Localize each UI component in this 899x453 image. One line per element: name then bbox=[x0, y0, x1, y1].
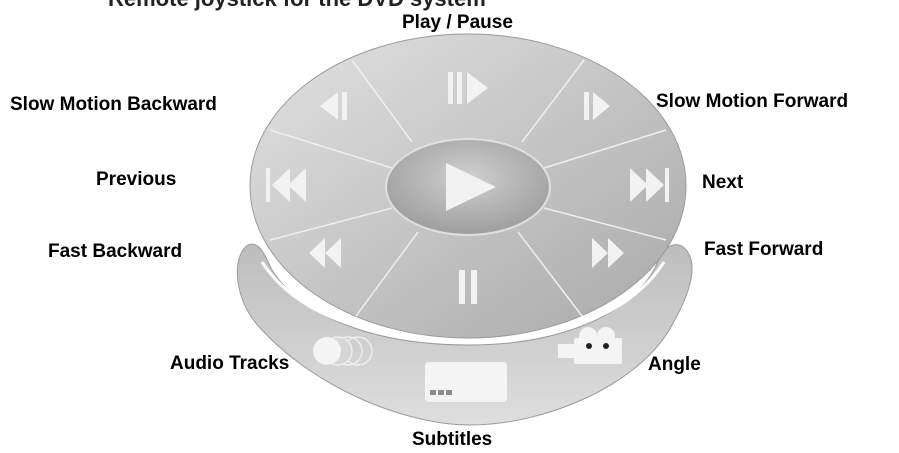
pause-icon[interactable] bbox=[459, 270, 477, 304]
label-play-pause: Play / Pause bbox=[402, 12, 513, 33]
label-slow-motion-forward: Slow Motion Forward bbox=[656, 91, 849, 112]
label-fast-forward: Fast Forward bbox=[704, 239, 824, 260]
label-slow-motion-backward: Slow Motion Backward bbox=[10, 94, 217, 115]
slow-motion-forward-icon[interactable] bbox=[584, 92, 610, 120]
label-angle: Angle bbox=[648, 354, 701, 375]
label-fast-backward: Fast Backward bbox=[48, 241, 183, 262]
bottom-tray bbox=[236, 243, 693, 426]
subtitles-icon[interactable] bbox=[425, 362, 507, 402]
label-subtitles: Subtitles bbox=[412, 429, 493, 450]
cropped-header-text: Remote joystick for the DVD system bbox=[0, 0, 899, 14]
label-audio-tracks: Audio Tracks bbox=[170, 353, 290, 374]
slow-motion-backward-icon[interactable] bbox=[320, 92, 347, 120]
play-pause-icon[interactable] bbox=[448, 72, 488, 104]
tray-separator bbox=[260, 261, 666, 342]
fast-forward-icon[interactable] bbox=[592, 238, 624, 268]
label-next: Next bbox=[702, 172, 744, 193]
previous-icon[interactable] bbox=[266, 168, 306, 202]
fast-backward-icon[interactable] bbox=[309, 238, 341, 268]
play-icon bbox=[446, 163, 496, 211]
sector-lines bbox=[269, 59, 667, 317]
label-previous: Previous bbox=[96, 169, 177, 190]
next-icon[interactable] bbox=[630, 168, 669, 202]
angle-icon[interactable] bbox=[558, 327, 622, 364]
audio-tracks-icon[interactable] bbox=[313, 336, 373, 366]
header-text: Remote joystick for the DVD system bbox=[108, 0, 486, 12]
